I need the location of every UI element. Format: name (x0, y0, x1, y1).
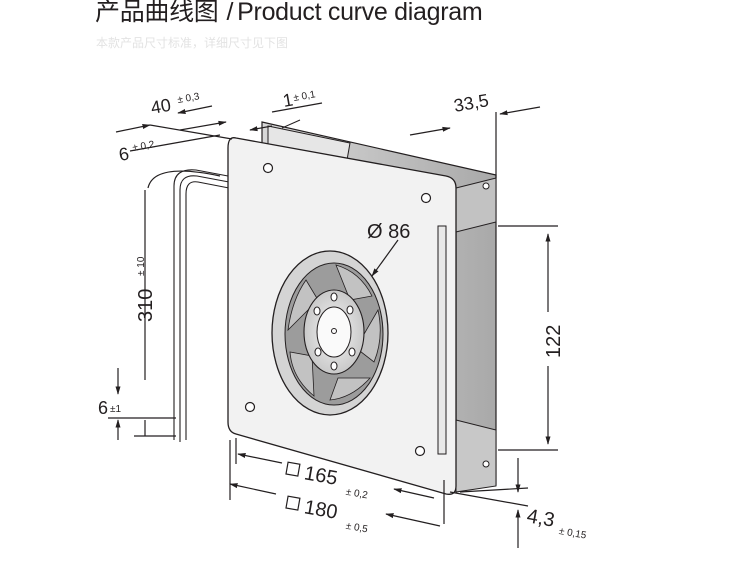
dim-6a-value: 6 (117, 144, 130, 165)
square-symbol (285, 495, 301, 511)
dim-1-tol: ± 0,1 (293, 89, 317, 104)
mounting-hole (482, 182, 490, 190)
mounting-hole (482, 460, 490, 468)
dimension-lines (108, 102, 558, 548)
page-subtitle: 本款产品尺寸标准，详细尺寸见下图 (96, 36, 289, 50)
dim-1-value: 1 (281, 90, 294, 111)
dim-180-tol: ± 0,5 (345, 521, 369, 536)
side-slot (437, 225, 447, 455)
dim-43-tol: ± 0,15 (558, 526, 588, 542)
dim-165-value: 165 (303, 462, 340, 489)
dim-40-tol: ± 0,3 (177, 91, 201, 106)
dim-43-value: 4,3 (525, 505, 556, 531)
dim-122-value: 122 (543, 325, 565, 358)
dim-310-tol: ± 10 (136, 256, 147, 276)
power-cable (173, 169, 230, 442)
impeller-blades (287, 264, 381, 401)
title-cn: 产品曲线图 (95, 0, 219, 26)
dim-180-value: 180 (303, 496, 340, 523)
title-en: Product curve diagram (237, 0, 483, 26)
dim-6b-value: 6 (98, 398, 108, 418)
mounting-hole (244, 401, 256, 413)
mounting-hole (414, 445, 426, 457)
dim-40-value: 40 (149, 95, 172, 118)
mounting-hole (420, 192, 432, 204)
title-separator: / (226, 0, 234, 26)
page-title: 产品曲线图 /Product curve diagram (95, 0, 483, 26)
dim-diameter-value: Ø 86 (367, 221, 410, 243)
dim-6b-tol: ±1 (110, 404, 121, 415)
mounting-hole (262, 162, 274, 174)
dim-310-value: 310 (135, 289, 157, 322)
dim-165-tol: ± 0,2 (345, 487, 369, 502)
dim-33-value: 33,5 (452, 90, 490, 116)
dimension-labels: 40 ± 0,3 1 ± 0,1 6 ± 0,2 33,5 Ø 86 310 ±… (98, 89, 588, 542)
dim-6a-tol: ± 0,2 (132, 139, 156, 154)
fan-inlet (271, 250, 389, 416)
square-symbol (285, 461, 301, 477)
